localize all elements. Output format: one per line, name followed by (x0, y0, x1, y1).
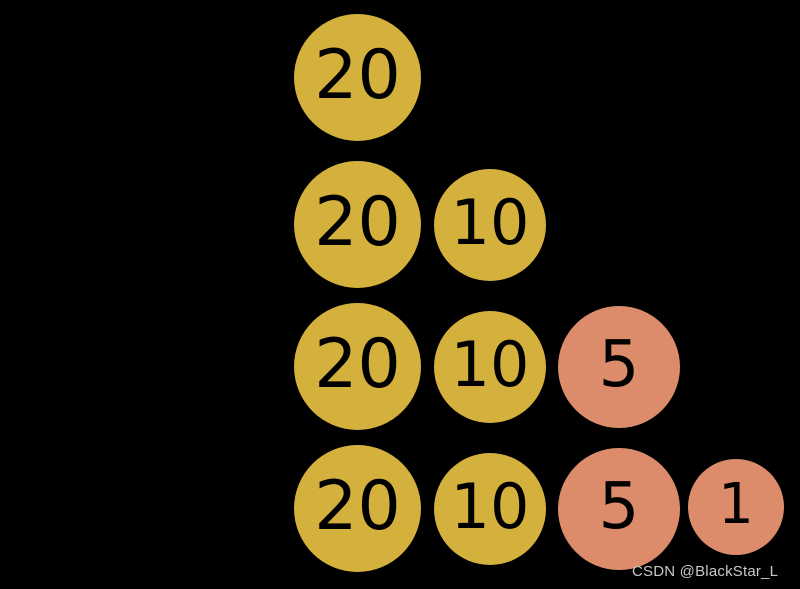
coin-value-label: 10 (450, 328, 530, 401)
coin-10: 10 (434, 311, 546, 423)
coin-value-label: 10 (450, 186, 530, 259)
coin-value-label: 20 (314, 466, 401, 546)
coin-20: 20 (294, 445, 421, 572)
coin-1: 1 (688, 459, 784, 555)
watermark-text: CSDN @BlackStar_L (632, 563, 779, 580)
coin-value-label: 5 (598, 328, 640, 402)
coin-20: 20 (294, 303, 421, 430)
coin-10: 10 (434, 169, 546, 281)
coin-5: 5 (558, 448, 680, 570)
coin-20: 20 (294, 14, 421, 141)
coin-5: 5 (558, 306, 680, 428)
coin-10: 10 (434, 453, 546, 565)
coin-value-label: 20 (314, 182, 401, 262)
coin-20: 20 (294, 161, 421, 288)
coin-value-label: 20 (314, 324, 401, 404)
coin-value-label: 20 (314, 35, 401, 115)
coin-value-label: 5 (598, 470, 640, 544)
coin-value-label: 10 (450, 470, 530, 543)
coin-value-label: 1 (718, 472, 754, 537)
